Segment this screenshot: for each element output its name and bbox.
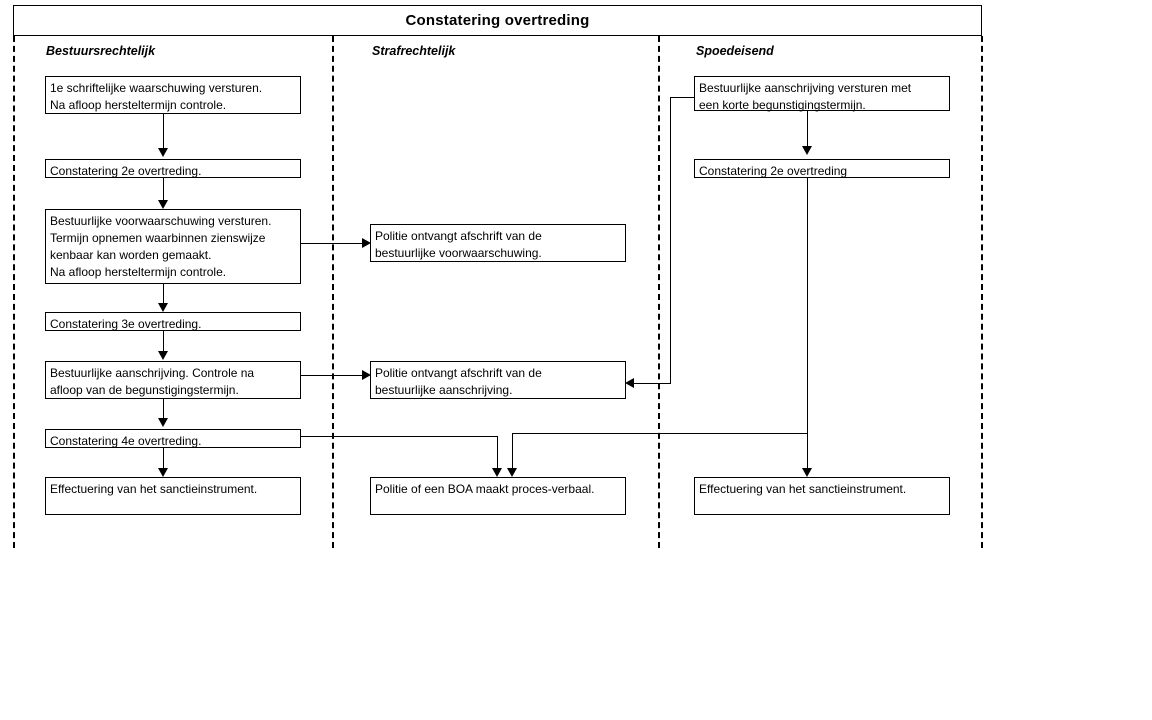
node-s1-line-1: Politie ontvangt afschrift van de	[375, 229, 542, 243]
node-b4-line-1: Constatering 3e overtreding.	[50, 317, 202, 331]
edge-b6-s3-run	[301, 436, 498, 437]
node-b1-line-1: 1e schriftelijke waarschuwing versturen.	[50, 81, 263, 95]
lane-label-strafrechtelijk: Strafrechtelijk	[372, 44, 456, 58]
node-b4[interactable]: Constatering 3e overtreding.	[45, 312, 301, 331]
node-s2[interactable]: Politie ontvangt afschrift van de bestuu…	[370, 361, 626, 399]
node-b7-line-1: Effectuering van het sanctieinstrument.	[50, 482, 258, 496]
page-title: Constatering overtreding	[405, 12, 590, 29]
edge-p2-s3-arrow	[507, 468, 517, 477]
lane-divider-2	[658, 36, 660, 548]
node-s1[interactable]: Politie ontvangt afschrift van de bestuu…	[370, 224, 626, 262]
node-s2-line-1: Politie ontvangt afschrift van de	[375, 366, 542, 380]
edge-p1-p2-stem	[807, 111, 808, 146]
node-b5-line-2: afloop van de begunstigingstermijn.	[50, 383, 239, 397]
edge-p1-s2-drop	[670, 97, 671, 383]
node-p1-line-2: een korte begunstigingstermijn.	[699, 98, 866, 112]
edge-b6-b7-arrow	[158, 468, 168, 477]
node-b3-line-2: Termijn opnemen waarbinnen zienswijze	[50, 231, 266, 245]
lane-label-bestuursrechtelijk: Bestuursrechtelijk	[46, 44, 156, 58]
node-p2[interactable]: Constatering 2e overtreding	[694, 159, 950, 178]
edge-b1-b2-arrow	[158, 148, 168, 157]
edge-p1-s2-arrow	[625, 378, 634, 388]
node-b3[interactable]: Bestuurlijke voorwaarschuwing versturen.…	[45, 209, 301, 284]
node-b6-line-1: Constatering 4e overtreding.	[50, 434, 202, 448]
edge-p2-s3-drop	[512, 433, 513, 468]
edge-b2-b3-arrow	[158, 200, 168, 209]
edge-b3-b4-stem	[163, 284, 164, 303]
node-b3-line-4: Na afloop hersteltermijn controle.	[50, 265, 227, 279]
node-b2[interactable]: Constatering 2e overtreding.	[45, 159, 301, 178]
lane-border-right	[981, 36, 983, 548]
edge-b5-s2-run	[301, 375, 364, 376]
node-b3-line-1: Bestuurlijke voorwaarschuwing versturen.	[50, 214, 272, 228]
node-b5-line-1: Bestuurlijke aanschrijving. Controle na	[50, 366, 255, 380]
lane-border-left	[13, 36, 15, 548]
edge-b3-b4-arrow	[158, 303, 168, 312]
node-b2-line-1: Constatering 2e overtreding.	[50, 164, 202, 178]
node-p1[interactable]: Bestuurlijke aanschrijving versturen met…	[694, 76, 950, 112]
node-b1-line-2: Na afloop hersteltermijn controle.	[50, 98, 227, 112]
node-b6[interactable]: Constatering 4e overtreding.	[45, 429, 301, 448]
node-b1[interactable]: 1e schriftelijke waarschuwing versturen.…	[45, 76, 301, 114]
edge-b3-s1-run	[301, 243, 364, 244]
edge-b6-b7-stem	[163, 448, 164, 468]
node-p3-line-1: Effectuering van het sanctieinstrument.	[699, 482, 907, 496]
diagram-title-band: Constatering overtreding	[13, 5, 982, 36]
node-p1-line-1: Bestuurlijke aanschrijving versturen met	[699, 81, 912, 95]
edge-p1-s2-run	[634, 383, 671, 384]
edge-p1-s2-exit	[670, 97, 695, 98]
edge-b5-b6-arrow	[158, 418, 168, 427]
node-b5[interactable]: Bestuurlijke aanschrijving. Controle na …	[45, 361, 301, 399]
edge-p1-p2-arrow	[802, 146, 812, 155]
edge-p2-p3-arrow	[802, 468, 812, 477]
edge-p2-p3-stem	[807, 178, 808, 468]
node-s1-line-2: bestuurlijke voorwaarschuwing.	[375, 246, 542, 260]
edge-b4-b5-arrow	[158, 351, 168, 360]
node-b7[interactable]: Effectuering van het sanctieinstrument.	[45, 477, 301, 515]
edge-b6-s3-drop	[497, 436, 498, 468]
edge-b5-s2-arrow	[362, 370, 371, 380]
edge-b5-b6-stem	[163, 399, 164, 418]
node-p2-line-1: Constatering 2e overtreding	[699, 164, 848, 178]
node-s3[interactable]: Politie of een BOA maakt proces-verbaal.	[370, 477, 626, 515]
lane-label-spoedeisend: Spoedeisend	[696, 44, 774, 58]
edge-b4-b5-stem	[163, 331, 164, 351]
edge-p2-s3-run	[512, 433, 808, 434]
edge-b6-s3-arrow	[492, 468, 502, 477]
edge-b1-b2-stem	[163, 114, 164, 148]
edge-b2-b3-stem	[163, 178, 164, 200]
node-s2-line-2: bestuurlijke aanschrijving.	[375, 383, 513, 397]
node-b3-line-3: kenbaar kan worden gemaakt.	[50, 248, 212, 262]
lane-divider-1	[332, 36, 334, 548]
edge-b3-s1-arrow	[362, 238, 371, 248]
node-s3-line-1: Politie of een BOA maakt proces-verbaal.	[375, 482, 595, 496]
node-p3[interactable]: Effectuering van het sanctieinstrument.	[694, 477, 950, 515]
